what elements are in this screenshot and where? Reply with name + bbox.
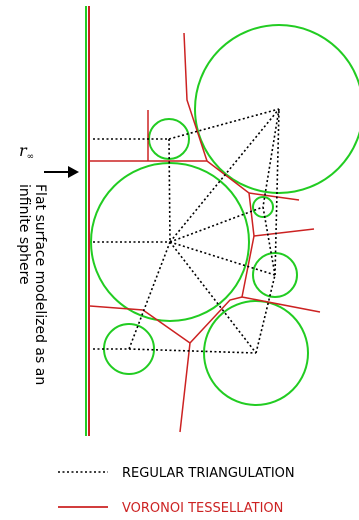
triangulation-edge [168,138,171,243]
legend: REGULAR TRIANGULATION VORONOI TESSELLATI… [58,466,295,516]
triangulation-edge [169,241,257,354]
sphere-large-top [194,24,359,194]
triangulation-edge [169,206,264,243]
r-infinity-label: r∞ [19,141,34,162]
side-label-line2: infinite sphere [16,184,32,285]
side-label-line1: Flat surface modelized as an [32,184,48,385]
triangulation-edge [262,108,280,208]
triangulation-edge [169,241,276,276]
voronoi-tessellation [89,32,321,433]
voronoi-edge [248,192,300,201]
side-label: Flat surface modelized as an infinite sp… [16,184,48,385]
triangulation-edge [128,241,171,350]
flat-wall [85,6,90,436]
triangulation-edge [255,274,276,354]
voronoi-edge [179,296,243,433]
voronoi-edge [90,160,315,237]
triangulation-edge [274,108,280,276]
regular-triangulation [93,108,280,354]
sphere-tiny-right [252,196,274,218]
r-infinity-arrow: r∞ [19,141,79,178]
triangulation-edge [168,108,280,140]
triangulation-edge [262,206,276,276]
triangulation-edge [169,108,280,243]
sphere-small-right [252,252,298,298]
triangulation-edge [128,348,257,354]
spheres [90,24,359,406]
arrow-head [68,166,79,178]
legend-voronoi-label: VORONOI TESSELLATION [122,501,283,516]
voronoi-edge [89,305,191,344]
sphere-bottom-right [203,300,309,406]
voronoi-edge [183,32,208,162]
legend-triangulation-label: REGULAR TRIANGULATION [122,466,295,481]
